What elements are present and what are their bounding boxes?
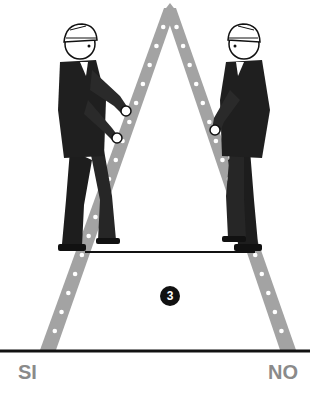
rung-dot: [174, 25, 179, 30]
rung-dot: [134, 101, 139, 106]
worker-facing-ladder: [58, 24, 131, 251]
callout-disc-shape: [160, 286, 180, 306]
ladder-leg-right: [164, 8, 296, 350]
rung-dot: [266, 291, 271, 296]
rung-dot: [279, 329, 284, 334]
rung-dot: [52, 329, 57, 334]
ladder-leg-left: [40, 8, 176, 350]
rung-dots: [52, 25, 283, 334]
rung-dot: [194, 82, 199, 87]
rung-dot: [80, 253, 85, 258]
rung-dot: [141, 82, 146, 87]
rung-dot: [220, 158, 225, 163]
rung-dot: [273, 310, 278, 315]
rung-dot: [214, 139, 219, 144]
rung-dot: [207, 120, 212, 125]
callout-circle: 3: [160, 286, 180, 306]
callout-number: 3: [167, 290, 174, 302]
rung-dot: [154, 44, 159, 49]
verdict-label: SI: [18, 362, 37, 382]
rung-dot: [93, 215, 98, 220]
rung-dot: [187, 63, 192, 68]
rung-dot: [86, 234, 91, 239]
rung-dot: [147, 63, 152, 68]
rung-dot: [161, 25, 166, 30]
spreader-bar: [85, 251, 255, 253]
rung-dot: [59, 310, 64, 315]
rung-dot: [113, 158, 118, 163]
rung-dot: [73, 272, 78, 277]
rung-dot: [127, 120, 132, 125]
worker-back-to-ladder: [210, 24, 270, 251]
rung-dot: [66, 291, 71, 296]
verdict-label: NO: [268, 362, 298, 382]
ground-line: [0, 350, 310, 353]
ladder-top: [163, 3, 177, 12]
rung-dot: [200, 101, 205, 106]
rung-dot: [253, 253, 258, 258]
rung-dot: [181, 44, 186, 49]
rung-dot: [259, 272, 264, 277]
